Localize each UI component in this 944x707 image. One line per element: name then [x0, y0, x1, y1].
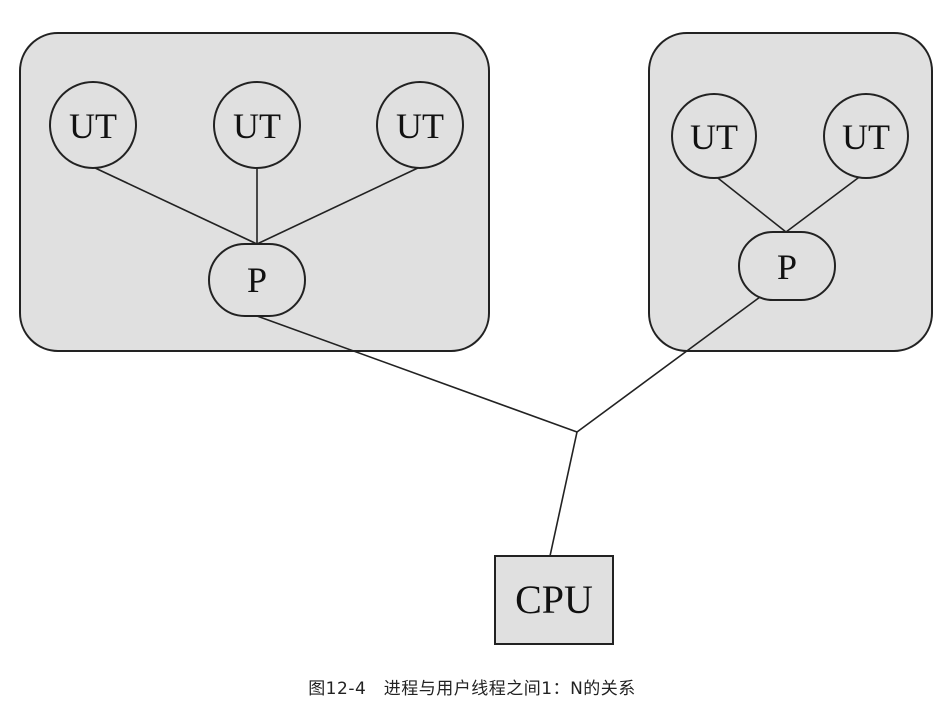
- process-container-right: [648, 32, 933, 352]
- user-thread-node: UT: [823, 93, 909, 179]
- svg-text:UT: UT: [69, 106, 117, 146]
- process-thread-diagram: UT UT UT P UT UT P CPU: [19, 32, 933, 645]
- edge-junction-cpu: [549, 431, 578, 557]
- svg-text:CPU: CPU: [515, 577, 593, 622]
- edge-p-right-junction: [576, 296, 761, 433]
- edge-ut1-p-left: [92, 166, 258, 245]
- cpu-node: CPU: [494, 555, 614, 645]
- edge-ut3-p-left: [256, 166, 421, 245]
- process-node-left: P: [208, 243, 306, 317]
- figure-caption: 图12-4 进程与用户线程之间1：N的关系: [308, 679, 636, 699]
- svg-text:UT: UT: [396, 106, 444, 146]
- user-thread-node: UT: [376, 81, 464, 169]
- user-thread-node: UT: [213, 81, 301, 169]
- svg-text:UT: UT: [233, 106, 281, 146]
- svg-text:P: P: [777, 247, 797, 287]
- svg-text:UT: UT: [690, 117, 738, 157]
- process-node-right: P: [738, 231, 836, 301]
- edge-p-left-junction: [256, 315, 578, 433]
- svg-text:UT: UT: [842, 117, 890, 157]
- edge-ut2-p-right: [785, 174, 863, 233]
- user-thread-node: UT: [49, 81, 137, 169]
- edge-ut1-p-right: [713, 174, 787, 233]
- process-container-left: [19, 32, 490, 352]
- svg-text:P: P: [247, 260, 267, 300]
- user-thread-node: UT: [671, 93, 757, 179]
